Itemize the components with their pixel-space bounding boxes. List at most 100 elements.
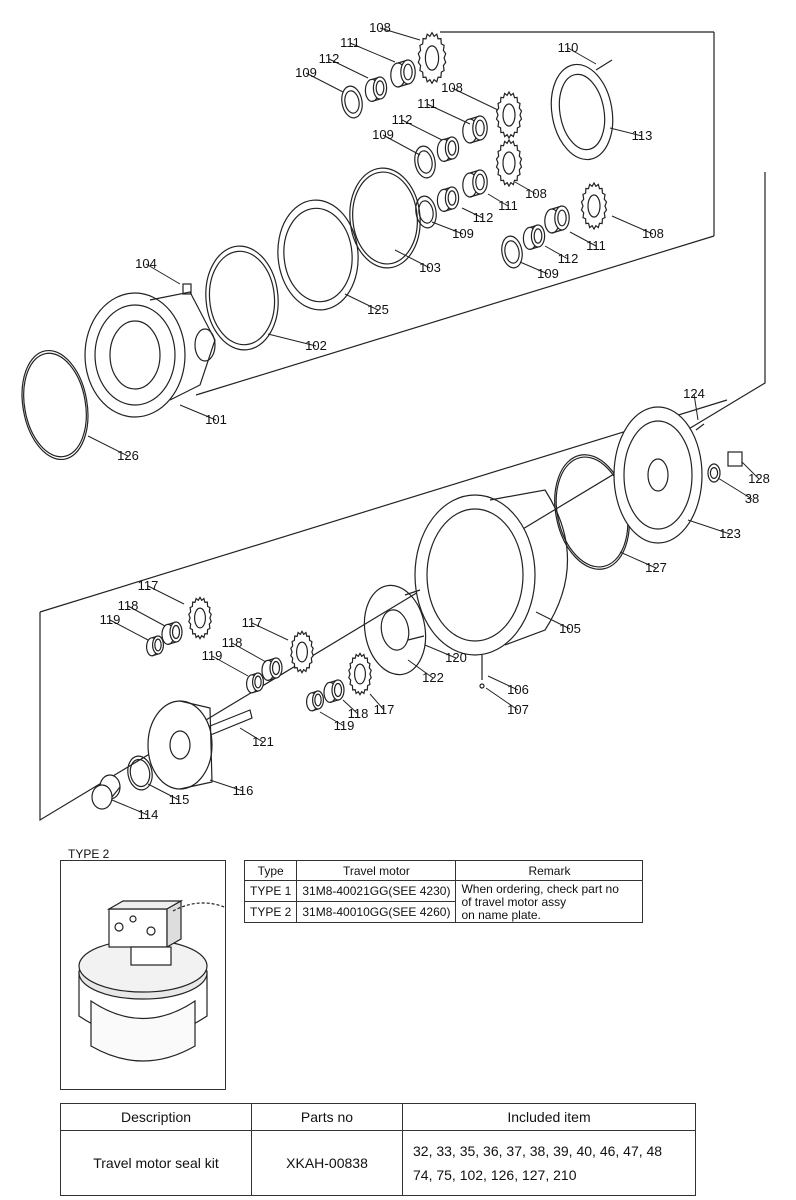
assembly-boundary-lines (39, 31, 766, 822)
kit-included-items: 32, 33, 35, 36, 37, 38, 39, 40, 46, 47, … (402, 1130, 696, 1196)
header-travel-motor: Travel motor (296, 860, 457, 881)
row-type: TYPE 2 (243, 901, 298, 923)
kit-description: Travel motor seal kit (60, 1130, 252, 1196)
part-callout: 108 (642, 226, 664, 241)
leader-line (179, 404, 217, 421)
part-callout: 111 (498, 198, 518, 213)
leader-line (328, 58, 369, 79)
seal-ring-126 (21, 349, 89, 461)
retaining-ring-102 (205, 245, 279, 351)
carrier-116 (147, 700, 213, 790)
remark-line: on name plate. (461, 908, 541, 922)
bearing-111-a (390, 59, 416, 88)
row-motor: 31M8-40010GG(SEE 4260) (296, 901, 457, 923)
part-callout: 121 (252, 734, 274, 749)
plate-122 (363, 584, 427, 676)
pin-120 (404, 589, 425, 641)
leader-line (147, 783, 180, 801)
bearing-112-c (436, 186, 460, 212)
plug-128 (727, 451, 743, 467)
part-callout: 128 (748, 471, 770, 486)
table-row: TYPE 2 31M8-40010GG(SEE 4260) (243, 901, 643, 923)
leader-line (693, 393, 699, 421)
header-type: Type (243, 860, 298, 881)
leader-line (147, 585, 185, 605)
part-callout: 126 (117, 448, 139, 463)
leader-line (567, 47, 597, 65)
kit-parts-no: XKAH-00838 (251, 1130, 403, 1196)
part-callout: 109 (452, 226, 474, 241)
gear-108-b (495, 90, 523, 140)
leader-line (379, 27, 421, 41)
gear-117-c (348, 652, 372, 696)
included-items-line: 32, 33, 35, 36, 37, 38, 39, 40, 46, 47, … (413, 1143, 663, 1159)
leader-line (87, 435, 129, 457)
leader-line (611, 215, 654, 235)
part-callout: 101 (205, 412, 227, 427)
part-callout: 112 (473, 210, 494, 225)
part-callout: 105 (559, 621, 581, 636)
leader-line (305, 72, 344, 93)
leader-line (369, 693, 385, 711)
leader-line (231, 642, 267, 663)
remark-line: of travel motor assy (461, 895, 567, 909)
plate-113 (550, 63, 614, 161)
leader-line (544, 245, 569, 260)
part-callout: 108 (441, 80, 463, 95)
type2-caption: TYPE 2 (68, 847, 110, 861)
part-callout: 109 (537, 266, 559, 281)
washer-109-b (414, 145, 436, 179)
part-callout: 111 (586, 238, 606, 253)
part-callout: 127 (645, 560, 667, 575)
leader-line (211, 655, 249, 677)
part-callout: 112 (392, 112, 413, 127)
leader-line (145, 263, 181, 285)
leader-line (431, 221, 464, 235)
bearing-119-b (246, 672, 265, 694)
ball-107 (479, 683, 485, 689)
leader-line (461, 207, 484, 219)
leader-line (487, 675, 519, 691)
leader-line (407, 659, 434, 679)
part-callout: 119 (334, 718, 355, 733)
part-callout: 114 (138, 807, 159, 822)
leader-line (319, 711, 345, 727)
table-row: Travel motor seal kit XKAH-00838 32, 33,… (60, 1130, 696, 1196)
row-motor: 31M8-40021GG(SEE 4230) (296, 880, 457, 902)
part-callout: 117 (242, 615, 263, 630)
leader-line (519, 261, 549, 275)
leader-line (426, 103, 471, 125)
snap-ring-115 (127, 755, 153, 791)
header-remark: Remark (455, 860, 644, 881)
leader-line (514, 181, 537, 195)
part-callout: 106 (507, 682, 529, 697)
part-callout: 111 (417, 96, 437, 111)
part-callout: 109 (372, 127, 394, 142)
leader-line (109, 619, 149, 641)
leader-line (619, 551, 657, 569)
leader-line (569, 231, 597, 247)
part-callout: 38 (745, 491, 759, 506)
leader-line (344, 293, 379, 311)
gear-117-b (290, 630, 314, 674)
leader-line (342, 699, 359, 715)
leader-line (239, 727, 264, 743)
leader-line (424, 644, 457, 659)
row-type: TYPE 1 (243, 880, 298, 902)
screw-110 (595, 59, 613, 71)
seal-125 (277, 199, 359, 311)
leader-line (717, 477, 753, 500)
cover-123 (613, 406, 703, 544)
leader-line (741, 461, 760, 480)
bearing-119-c (306, 690, 325, 712)
ring-gear-105 (414, 489, 568, 656)
part-callout: 103 (419, 260, 441, 275)
part-callout: 119 (202, 648, 223, 663)
gear-117-a (188, 596, 212, 640)
leader-line (127, 605, 166, 627)
bearing-112-b (436, 136, 460, 162)
part-callout: 110 (558, 40, 579, 55)
seal-kit-table: Description Parts no Included item Trave… (60, 1103, 696, 1196)
bearing-118-c (323, 679, 345, 704)
leader-line (451, 87, 499, 111)
